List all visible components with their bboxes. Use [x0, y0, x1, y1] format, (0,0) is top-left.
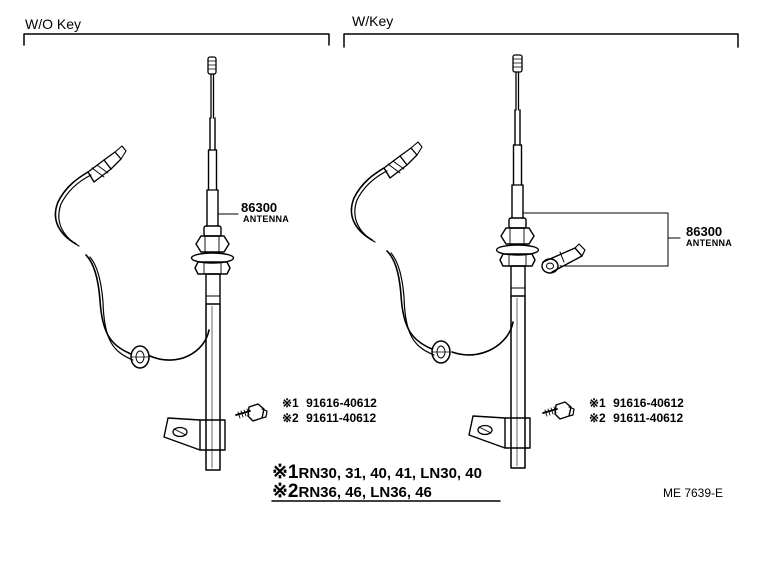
fastener-mark: ※1 [589, 396, 606, 410]
fastener-number: 91611-40612 [613, 411, 684, 425]
part-number-right: 86300 [686, 224, 723, 239]
note-text: RN36, 46, LN36, 46 [298, 484, 432, 501]
model-note-1: ※1RN30, 31, 40, 41, LN30, 40 [272, 463, 482, 482]
antenna-assembly-without-key [54, 56, 268, 471]
fastener-mark: ※2 [282, 411, 299, 425]
fastener-number: 91611-40612 [306, 411, 377, 425]
part-number-left: 86300 [241, 200, 278, 215]
section-bracket-without-key [23, 33, 330, 46]
diagram-code: ME 7639-E [663, 486, 724, 500]
fastener-ref-left-1: ※1 91616-40612 [282, 397, 377, 409]
fastener-number: 91616-40612 [306, 396, 377, 410]
section-bracket-with-key [343, 33, 739, 48]
fastener-ref-right-2: ※2 91611-40612 [589, 412, 683, 424]
note-text: RN30, 31, 40, 41, LN30, 40 [298, 465, 482, 482]
part-name-left: ANTENNA [243, 214, 290, 224]
note-mark: ※1 [272, 462, 299, 483]
fastener-number: 91616-40612 [613, 396, 684, 410]
note-mark: ※2 [272, 481, 299, 502]
section-header-without-key: W/O Key [25, 16, 82, 32]
antenna-assembly-with-key [350, 54, 681, 469]
fastener-mark: ※1 [282, 396, 299, 410]
section-header-with-key: W/Key [352, 13, 394, 29]
model-note-2: ※2RN36, 46, LN36, 46 [272, 482, 432, 501]
fastener-mark: ※2 [589, 411, 606, 425]
fastener-ref-left-2: ※2 91611-40612 [282, 412, 376, 424]
fastener-ref-right-1: ※1 91616-40612 [589, 397, 684, 409]
part-name-right: ANTENNA [686, 238, 733, 248]
